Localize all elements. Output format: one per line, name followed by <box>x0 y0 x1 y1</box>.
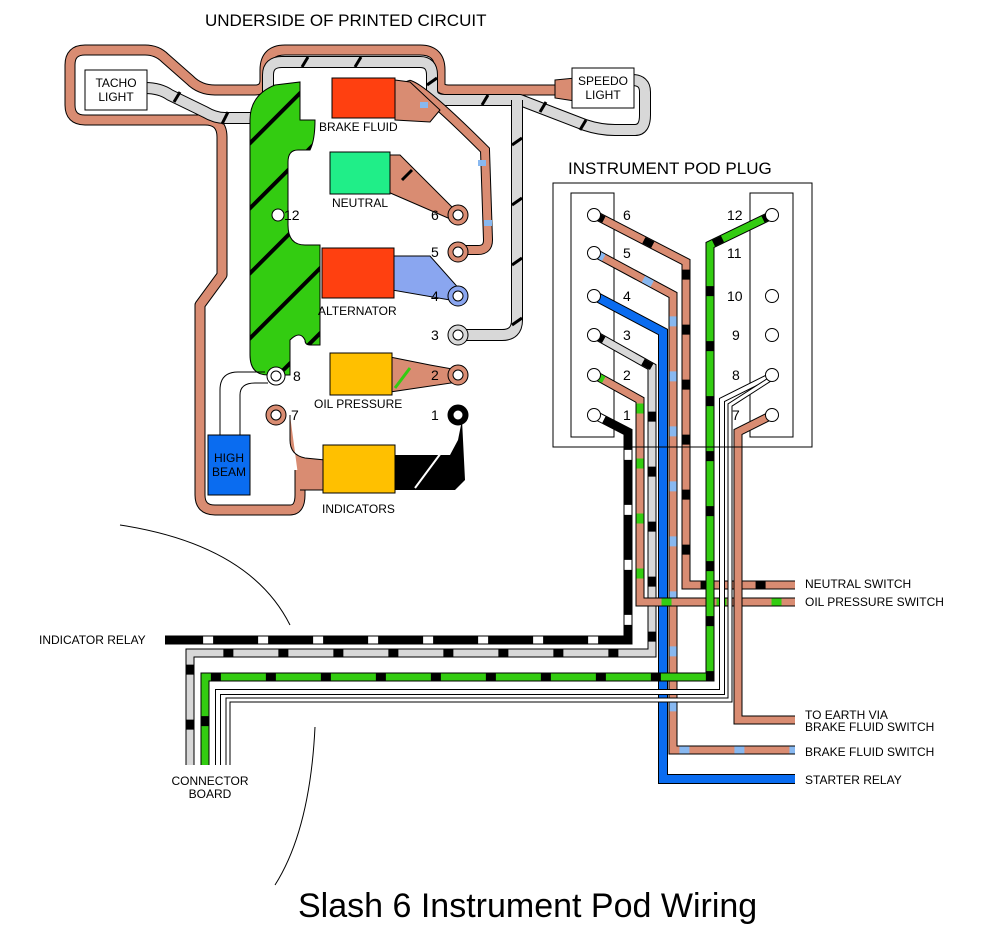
wire-pin1-indicator-relay <box>165 410 633 645</box>
speedo-light: SPEEDO LIGHT <box>571 67 635 109</box>
alternator-label: ALTERNATOR <box>318 304 397 318</box>
tacho-label-2: LIGHT <box>98 90 134 104</box>
wire-pin4-starter-relay <box>592 291 795 784</box>
pin-4-label: 4 <box>431 288 439 304</box>
plug-pin-label-7: 7 <box>732 407 740 423</box>
plug-pin-10 <box>765 289 779 303</box>
board-arc-bottom <box>274 726 316 886</box>
earth-via-brake-label-1: TO EARTH VIA <box>805 708 888 722</box>
wire-pin8-white <box>215 372 774 765</box>
indicators-lamp <box>322 444 396 494</box>
earth-plane <box>249 81 321 376</box>
circuit-pins: 6 5 4 3 2 1 8 7 <box>265 204 469 426</box>
earth-via-brake-label-2: BRAKE FLUID SWITCH <box>805 720 934 734</box>
plug-heading: INSTRUMENT POD PLUG <box>568 159 772 178</box>
plug-pin-5 <box>587 246 601 260</box>
plug-pin-label-4: 4 <box>623 288 631 304</box>
brake-fluid-lamp <box>331 77 396 119</box>
oil-pressure-label: OIL PRESSURE <box>314 397 402 411</box>
plug-left-column <box>570 192 615 438</box>
indicator-relay-label: INDICATOR RELAY <box>39 633 146 647</box>
high-beam-label-1: HIGH <box>214 451 244 465</box>
plug-pin-label-6: 6 <box>623 207 631 223</box>
plug-pin-label-12: 12 <box>727 207 743 223</box>
tacho-label-1: TACHO <box>95 76 136 90</box>
tacho-light: TACHO LIGHT <box>84 69 148 111</box>
high-beam-lamp-group: HIGH BEAM <box>207 371 268 496</box>
plug-pins: 6 5 4 3 2 1 12 11 10 9 8 7 <box>553 207 812 448</box>
speedo-label-1: SPEEDO <box>578 74 628 88</box>
wire-pin7-earth <box>733 410 795 725</box>
plug-pin-label-8: 8 <box>732 367 740 383</box>
grey-trace <box>144 56 651 341</box>
plug-pin-4 <box>587 289 601 303</box>
plug-pin-label-11: 11 <box>727 245 742 261</box>
plug-pin-2 <box>587 368 601 382</box>
pin-6-label: 6 <box>431 207 439 223</box>
oil-pressure-lamp-group: OIL PRESSURE <box>314 352 459 411</box>
high-beam-label-2: BEAM <box>212 465 246 479</box>
plug-pin-label-1: 1 <box>623 407 631 423</box>
oil-pressure-switch-label: OIL PRESSURE SWITCH <box>805 595 944 609</box>
plug-pin-7 <box>765 408 779 422</box>
brake-fluid-lamp-group: BRAKE FLUID <box>319 77 494 255</box>
neutral-label: NEUTRAL <box>332 196 388 210</box>
pin-8-label: 8 <box>293 368 301 384</box>
pin-12-pad <box>271 208 285 222</box>
pin-7-label: 7 <box>291 407 299 423</box>
plug-pin-9 <box>765 328 779 342</box>
circuit-heading: UNDERSIDE OF PRINTED CIRCUIT <box>205 11 486 30</box>
plug-pin-label-2: 2 <box>623 367 631 383</box>
wire-pin8-white-b <box>225 375 774 765</box>
pin-3-label: 3 <box>431 327 439 343</box>
speedo-label-2: LIGHT <box>585 88 621 102</box>
pin-2-label: 2 <box>431 367 439 383</box>
plug-pin-label-10: 10 <box>727 288 743 304</box>
wire-pin3-grey <box>185 331 657 765</box>
indicators-lamp-group: INDICATORS <box>289 415 465 516</box>
starter-relay-label: STARTER RELAY <box>805 773 902 787</box>
diagram-title: Slash 6 Instrument Pod Wiring <box>298 887 757 925</box>
plug-right-column <box>749 192 794 438</box>
plug-pin-12 <box>765 208 779 222</box>
plug-pin-1 <box>587 408 601 422</box>
board-arc-top <box>119 524 291 626</box>
plug-pin-label-9: 9 <box>732 327 740 343</box>
brake-fluid-label: BRAKE FLUID <box>319 120 398 134</box>
neutral-lamp <box>329 151 391 195</box>
harness-wires <box>165 210 795 784</box>
wire-pin5-brake-fluid-switch <box>592 249 795 755</box>
wire-pin2-oil-pressure <box>592 371 795 607</box>
brown-trace-main <box>64 44 576 516</box>
pin-5-label: 5 <box>431 244 439 260</box>
indicators-label: INDICATORS <box>322 502 395 516</box>
pin-12-label: 12 <box>284 207 300 223</box>
connector-board-label-2: BOARD <box>189 787 232 801</box>
high-beam-lamp <box>207 434 251 496</box>
plug-pin-3 <box>587 328 601 342</box>
brake-fluid-switch-label: BRAKE FLUID SWITCH <box>805 745 934 759</box>
plug-pin-label-3: 3 <box>623 327 631 343</box>
oil-pressure-lamp <box>329 352 393 396</box>
plug-pin-6 <box>587 208 601 222</box>
wire-pin12-green <box>200 210 774 765</box>
alternator-lamp <box>321 247 395 299</box>
neutral-lamp-group: NEUTRAL <box>329 151 456 219</box>
connector-board-label-1: CONNECTOR <box>171 774 248 788</box>
alternator-lamp-group: ALTERNATOR <box>318 247 463 318</box>
plug-pin-label-5: 5 <box>623 245 631 261</box>
plug-pin-8 <box>765 368 779 382</box>
neutral-switch-label: NEUTRAL SWITCH <box>805 577 911 591</box>
pin-1-label: 1 <box>431 407 439 423</box>
